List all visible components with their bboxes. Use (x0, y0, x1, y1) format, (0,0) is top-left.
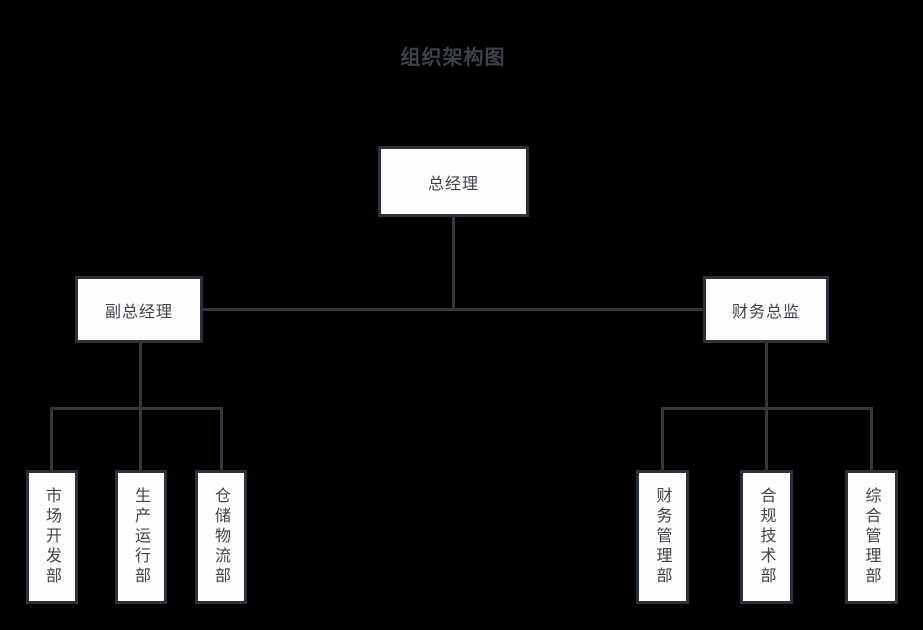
connector-left-drop-first (50, 407, 53, 470)
node-label: 财务管理部 (653, 487, 673, 587)
org-node-finance-director[interactable]: 财务总监 (703, 276, 829, 343)
org-node-production-operations-dept[interactable]: 生产运行部 (115, 470, 167, 604)
chart-title: 组织架构图 (400, 45, 506, 69)
connector-left-bus (50, 407, 223, 410)
node-label: 生产运行部 (132, 487, 151, 587)
connector-level2-bus (203, 308, 703, 311)
connector-right-stem (765, 342, 768, 470)
node-label: 综合管理部 (862, 487, 882, 587)
node-label: 财务总监 (731, 301, 800, 321)
connector-right-bus (661, 407, 873, 410)
org-node-market-development-dept[interactable]: 市场开发部 (26, 470, 78, 604)
connector-left-drop-third (220, 407, 223, 470)
node-label: 总经理 (427, 173, 479, 193)
connector-right-drop-third (870, 407, 873, 470)
org-node-financial-management-dept[interactable]: 财务管理部 (636, 470, 689, 604)
org-node-general-manager[interactable]: 总经理 (378, 146, 529, 217)
org-node-compliance-technology-dept[interactable]: 合规技术部 (740, 470, 793, 604)
node-label: 仓储物流部 (212, 487, 231, 587)
org-node-warehouse-logistics-dept[interactable]: 仓储物流部 (195, 470, 247, 604)
node-label: 合规技术部 (757, 487, 777, 587)
org-node-general-management-dept[interactable]: 综合管理部 (845, 470, 898, 604)
org-node-deputy-general-manager[interactable]: 副总经理 (75, 276, 203, 343)
connector-right-drop-first (661, 407, 664, 470)
node-label: 副总经理 (104, 301, 173, 321)
connector-root-stem (452, 215, 455, 311)
node-label: 市场开发部 (43, 487, 62, 587)
connector-left-stem (139, 342, 142, 470)
